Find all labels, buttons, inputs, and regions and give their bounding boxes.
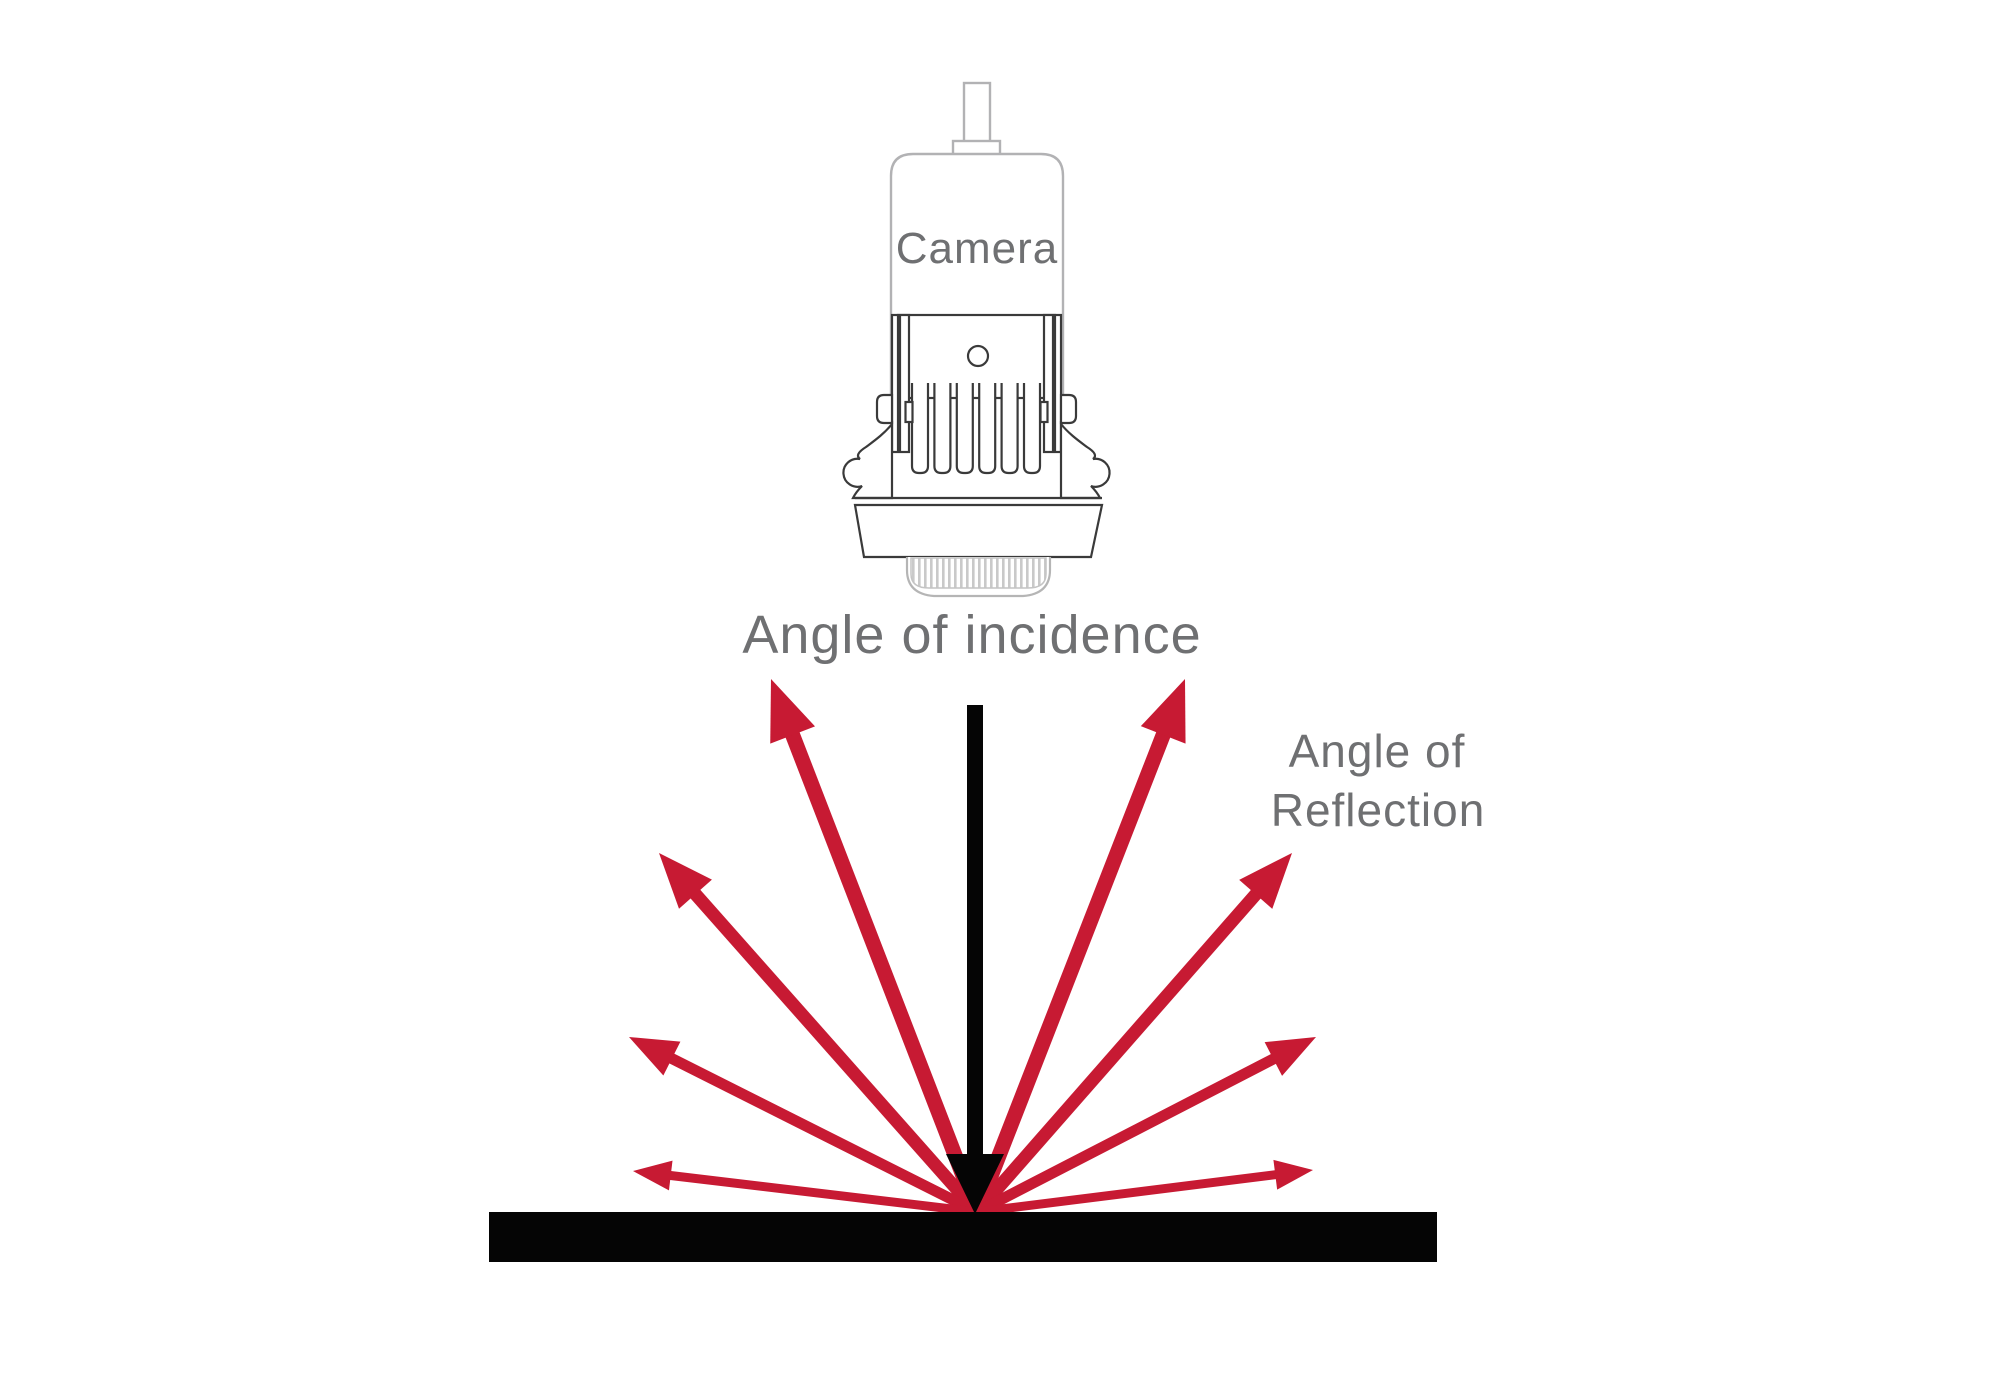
mount-rail [890,313,900,454]
reflection-ray-shaft-left-shallow [653,1169,978,1217]
mount-wing [842,420,894,500]
reflection-label-line1: Angle of [1289,725,1466,777]
reflection-ray-shaft-right-mid-low [974,1044,1296,1217]
heatsink-fin [1000,383,1019,475]
camera-mount-group [842,313,1111,559]
mount-ear [875,393,894,425]
reflection-ray-shaft-right-shallow [976,1168,1293,1217]
reflection-label-line2: Reflection [1271,784,1486,836]
camera-cable-stem [962,81,992,144]
lens-housing [853,503,1104,559]
reflection-ray-head-right-mid-low [1264,1037,1316,1076]
incident-ray-head [946,1154,1004,1214]
reflection-ray-shaft-right-mid-high [972,871,1277,1217]
reflection-ray-shaft-left-mid-high [674,871,982,1217]
lens-ribs [910,557,1047,589]
reflection-ray-shaft-left-steep [775,707,984,1215]
camera-illustration: Camera [842,81,1111,598]
reflection-ray-head-right-mid-high [1239,853,1292,909]
reflection-rays [629,679,1316,1217]
mount-rail [1053,313,1063,454]
surface-bar [489,1212,1437,1262]
camera-lens-group [905,557,1052,598]
reflection-ray-head-left-mid-high [659,853,712,909]
incidence-label: Angle of incidence [742,605,1201,665]
mount-rail [1042,313,1055,454]
mount-ear [1059,393,1078,425]
heatsink-fin [1022,383,1042,475]
reflection-ray-head-left-mid-low [629,1037,681,1076]
mount-rail-tab [904,400,914,424]
heatsink-fin [933,383,952,475]
mount-wing [1059,420,1111,500]
mount-rail [898,313,911,454]
incident-ray [946,705,1004,1214]
mount-hole [966,344,990,368]
reflection-ray-head-left-shallow [633,1160,673,1191]
surface [489,1212,1437,1262]
mount-rail-tab [1039,400,1049,424]
reflection-ray-shaft-left-mid-low [650,1043,980,1217]
reflection-ray-shaft-right-steep [970,707,1180,1215]
heatsink-fin [978,383,997,475]
reflection-ray-head-right-steep [1140,679,1186,744]
heatsink-fin [910,383,930,475]
heatsink-fin [955,383,974,475]
reflection-ray-head-right-shallow [1273,1159,1313,1190]
camera-label: Camera [896,224,1059,273]
reflection-ray-head-left-steep [770,679,816,744]
